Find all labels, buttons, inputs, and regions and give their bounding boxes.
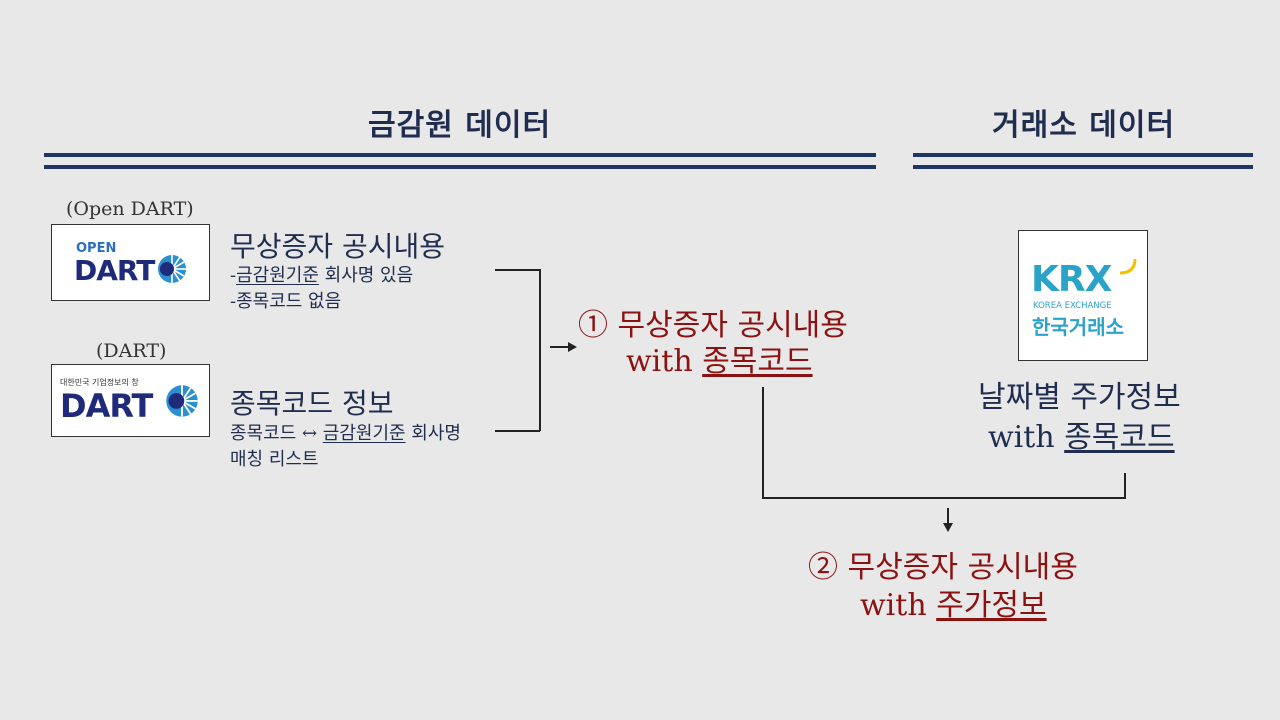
fss-section-title: 금감원 데이터 [368,108,552,143]
dart-note-1: 종목코드 ↔ 금감원기준 회사명 [230,421,461,447]
arrow-2-head [943,523,953,532]
bracket-bottom [495,430,540,432]
merge-left-vertical [762,387,764,498]
krx-logo-sub: KOREA EXCHANGE [1033,301,1112,311]
krx-logo-main: KRX [1031,259,1112,300]
krx-with-link: 종목코드 [1064,420,1175,455]
dart-heading: 종목코드 정보 [230,387,394,420]
open-dart-heading: 무상증자 공시내용 [230,230,445,263]
bracket-vertical [539,269,541,431]
open-dart-note-1-rest: 회사명 있음 [318,265,414,286]
open-dart-note-1-prefix: - [230,265,237,286]
dart-sun-icon-2 [166,385,198,417]
open-dart-caption: (Open DART) [66,198,194,220]
fss-rule-top [44,153,876,157]
result-1-with: with 종목코드 [626,344,813,380]
result-2-link: 주가정보 [936,588,1047,623]
open-dart-logo: OPEN DART [51,224,210,301]
result-2-with-text: with [860,588,937,623]
result-2-title: ② 무상증자 공시내용 [808,550,1078,585]
krx-section-title: 거래소 데이터 [992,108,1176,143]
merge-right-vertical [1124,473,1126,498]
open-dart-note-1: -금감원기준 회사명 있음 [230,263,413,289]
bracket-top [495,269,540,271]
merge-horizontal [762,497,1126,499]
krx-rule-bottom [913,165,1253,169]
dart-caption: (DART) [96,340,167,362]
open-dart-logo-top: OPEN [76,241,117,256]
result-1-link: 종목코드 [702,344,813,379]
krx-with: with 종목코드 [988,418,1175,458]
krx-rule-top [913,153,1253,157]
result-1-with-text: with [626,344,703,379]
dart-note-2: 매칭 리스트 [230,449,319,470]
dart-sun-icon [158,255,186,283]
krx-logo-kr: 한국거래소 [1032,315,1124,339]
fss-rule-bottom [44,165,876,169]
krx-swoosh-icon [1119,258,1137,275]
open-dart-note-1-link: 금감원기준 [236,265,319,286]
dart-note-1-prefix: 종목코드 ↔ [230,423,323,444]
dart-note-1-link: 금감원기준 [322,423,406,444]
krx-with-text: with [988,420,1065,455]
dart-logo: 대한민국 기업정보의 창 DART [51,364,210,437]
dart-logo-top: 대한민국 기업정보의 창 [60,378,139,387]
arrow-2-shaft [947,508,949,525]
open-dart-note-2: -종목코드 없음 [230,291,342,312]
arrow-1-shaft [550,346,570,348]
dart-note-1-rest: 회사명 [405,423,461,444]
result-1-title: ① 무상증자 공시내용 [578,308,848,343]
krx-heading: 날짜별 주가정보 [978,380,1181,415]
krx-logo: KRX KOREA EXCHANGE 한국거래소 [1018,230,1148,361]
arrow-1-head [568,342,577,352]
result-2-with: with 주가정보 [860,588,1047,624]
dart-logo-main: DART [60,387,153,425]
open-dart-logo-main: DART [74,254,155,287]
